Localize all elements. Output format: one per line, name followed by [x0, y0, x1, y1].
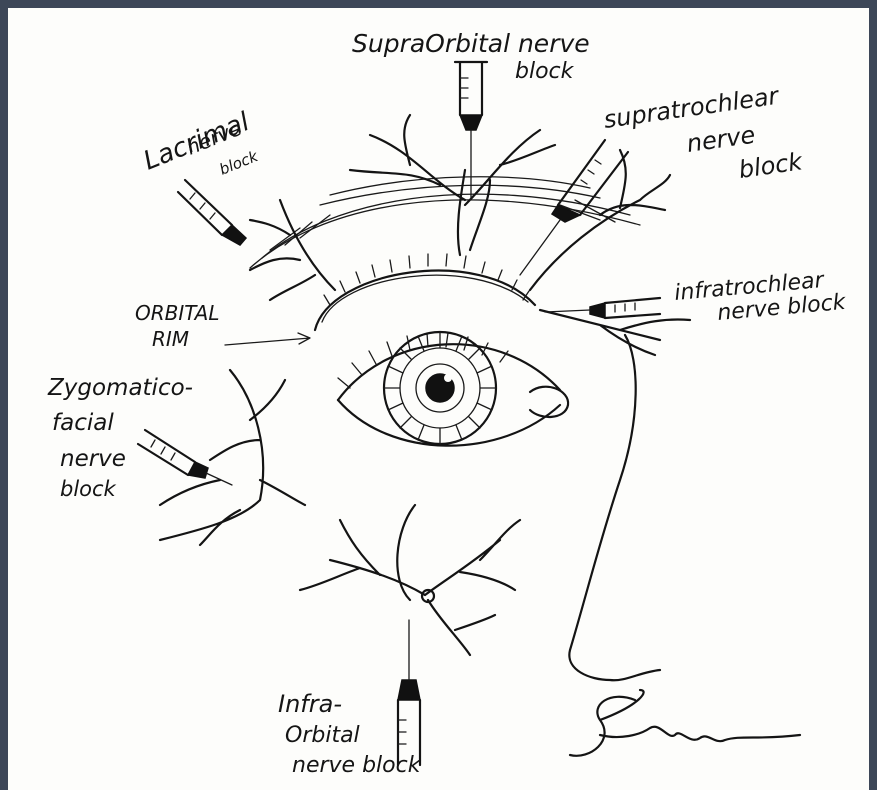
orbital-rim-arrow [225, 333, 310, 345]
label-rim: RIM [152, 327, 189, 351]
label-facial: facial [52, 410, 114, 436]
label-supraorbital: SupraOrbital nerve [352, 29, 590, 58]
label-zygomatico-nerve: nerve [60, 446, 126, 472]
label-supratrochlear: supratrochlear [602, 81, 782, 134]
eyebrow [250, 177, 640, 268]
label-orbital-lower: Orbital [285, 723, 360, 748]
label-lacrimal-block: block [217, 147, 262, 179]
label-supraorbital-block: block [515, 59, 575, 84]
nerve-branches [160, 115, 690, 655]
orbital-rim [315, 254, 535, 330]
label-supratrochlear-block: block [737, 147, 805, 184]
syringe-zygomaticofacial [138, 430, 232, 485]
syringe-infraorbital [398, 620, 420, 765]
syringe-lacrimal [178, 180, 246, 245]
label-infra: Infra- [278, 690, 342, 718]
eye [338, 332, 568, 446]
label-zygomatico: Zygomatico- [47, 375, 193, 401]
label-supratrochlear-nerve: nerve [685, 121, 757, 158]
label-zygomatico-block: block [60, 477, 117, 501]
artist-signature [570, 690, 800, 756]
label-infraorbital-nerve-block: nerve block [292, 753, 422, 778]
syringe-supraorbital [455, 62, 487, 200]
label-orbital: ORBITAL [135, 301, 219, 325]
